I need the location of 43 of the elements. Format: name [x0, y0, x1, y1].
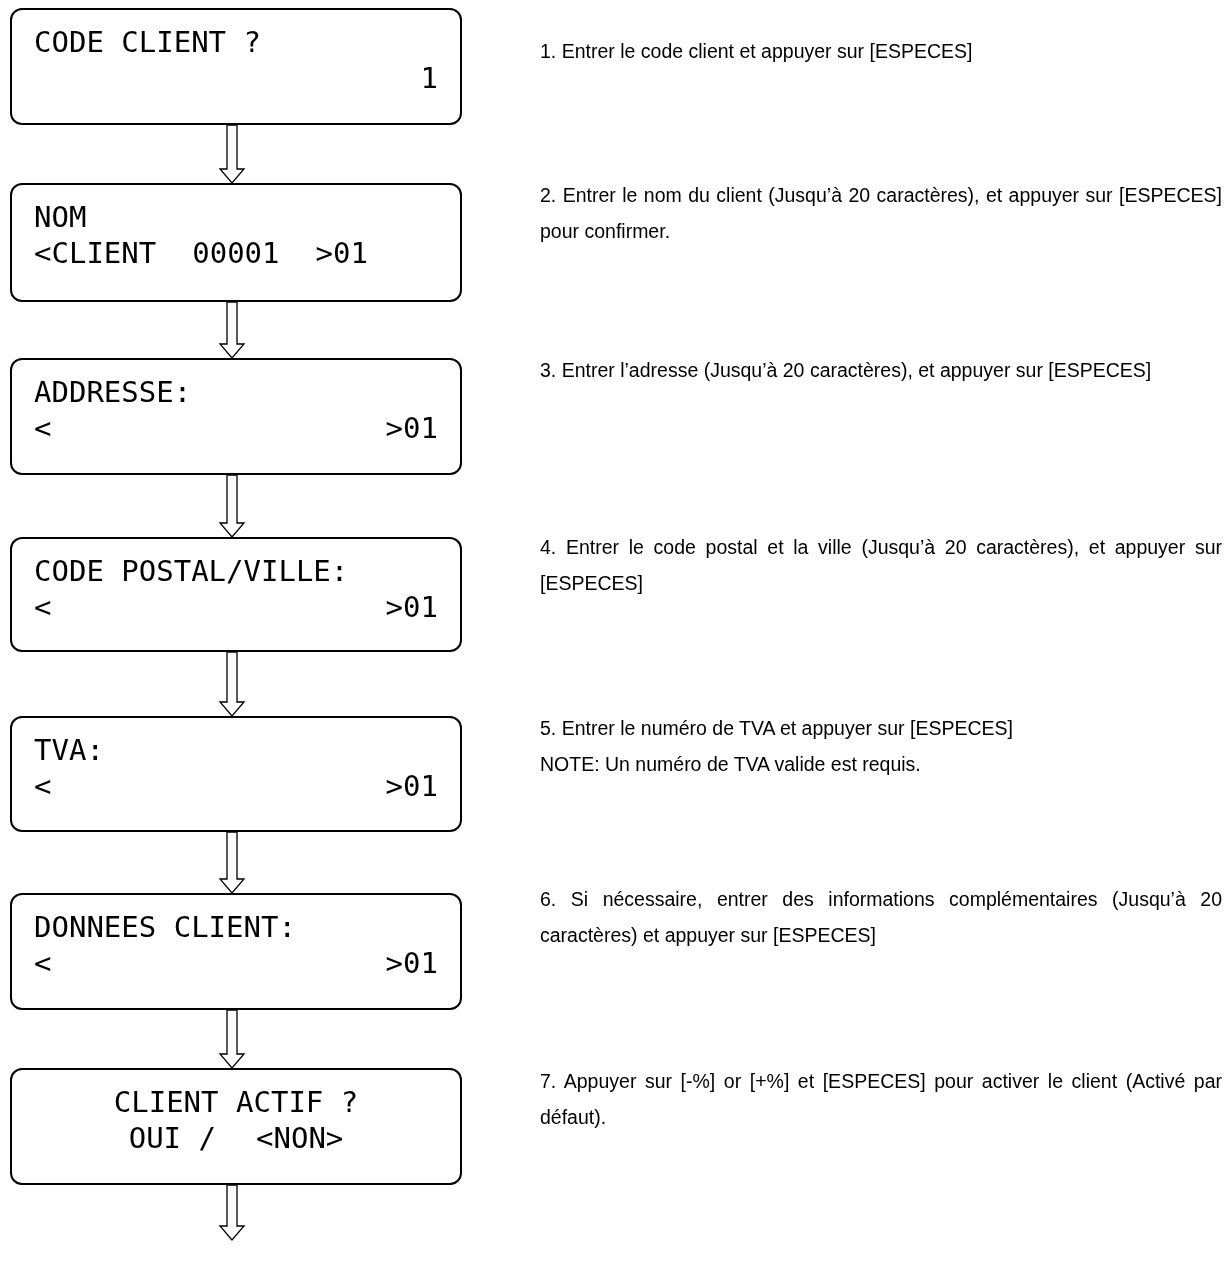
screen-text: OUI /: [128, 1120, 216, 1156]
screen-text: 00001: [192, 235, 280, 271]
instruction-text: 1. Entrer le code client et appuyer sur [ESPECES]: [540, 39, 974, 64]
lcd-screen-box: [10, 358, 462, 475]
screen-text: CODE CLIENT ?: [34, 24, 261, 60]
hollow-arrow: [218, 1184, 246, 1241]
screen-text: TVA:: [34, 732, 104, 768]
screen-text: <NON>: [256, 1120, 344, 1156]
screen-text: >01: [385, 768, 438, 804]
screen-text: >01: [315, 235, 368, 271]
lcd-screen-box: [10, 537, 462, 652]
hollow-arrow: [218, 1009, 246, 1069]
screen-text: <: [34, 768, 52, 804]
hollow-arrow: [218, 651, 246, 717]
screen-text: DONNEES CLIENT:: [34, 909, 296, 945]
instruction-text: 6. Si nécessaire, entrer des informations complémentaires (Jusqu’à 20 caractères) et appuyer sur [ESPECES]: [540, 887, 1222, 948]
instruction-text: 3. Entrer l’adresse (Jusqu’à 20 caractères), et appuyer sur [ESPECES]: [540, 358, 1153, 383]
screen-text: NOM: [34, 199, 87, 235]
instruction-text: 4. Entrer le code postal et la ville (Jusqu’à 20 caractères), et appuyer sur [ESPECES]: [540, 535, 1222, 596]
screen-text: <: [34, 589, 52, 625]
screen-text: ADDRESSE:: [34, 374, 192, 410]
screen-text: <: [34, 945, 52, 981]
instruction-text: NOTE: Un numéro de TVA valide est requis.: [540, 752, 922, 777]
hollow-arrow: [218, 831, 246, 894]
instruction-text: 5. Entrer le numéro de TVA et appuyer sur [ESPECES]: [540, 716, 1014, 741]
hollow-arrow: [218, 124, 246, 184]
lcd-screen-box: [10, 716, 462, 832]
lcd-screen-box: [10, 893, 462, 1010]
instruction-text: 7. Appuyer sur [-%] or [+%] et [ESPECES] pour activer le client (Activé par défaut).: [540, 1069, 1222, 1130]
screen-text: >01: [385, 410, 438, 446]
lcd-screen-box: [10, 1068, 462, 1185]
screen-text: <: [34, 410, 52, 446]
instruction-text: 2. Entrer le nom du client (Jusqu’à 20 caractères), et appuyer sur [ESPECES] pour confirmer.: [540, 183, 1222, 244]
screen-text: >01: [385, 945, 438, 981]
lcd-screen-box: [10, 183, 462, 302]
screen-text: CODE POSTAL/VILLE:: [34, 553, 349, 589]
screen-text: <CLIENT: [34, 235, 157, 271]
screen-text: >01: [385, 589, 438, 625]
screen-text: 1: [420, 60, 438, 96]
hollow-arrow: [218, 301, 246, 359]
lcd-screen-box: [10, 8, 462, 125]
screen-text: CLIENT ACTIF ?: [113, 1084, 359, 1120]
hollow-arrow: [218, 474, 246, 538]
